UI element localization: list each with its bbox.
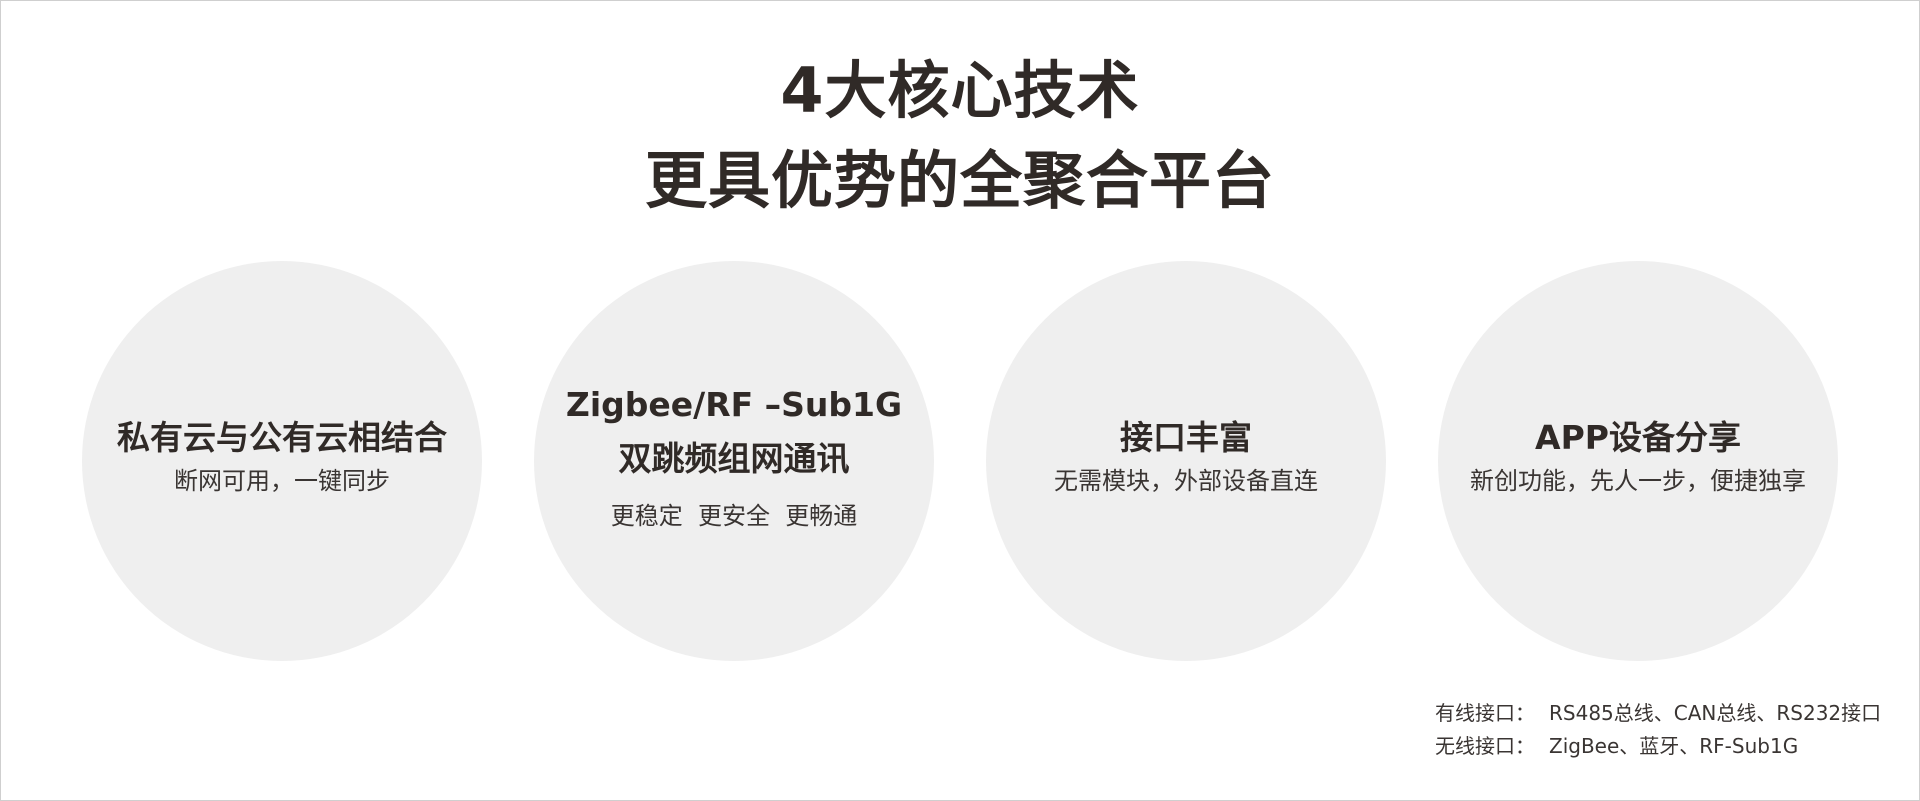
feature-title: APP设备分享 [1535,418,1741,457]
feature-title-line-2: 双跳频组网通讯 [618,439,850,478]
wired-interface-value: RS485总线、CAN总线、RS232接口 [1549,701,1882,725]
wired-interface-note: 有线接口： RS485总线、CAN总线、RS232接口 [1435,703,1881,723]
wireless-interface-note: 无线接口： ZigBee、蓝牙、RF-Sub1G [1435,736,1798,756]
main-title-line-1: 4大核心技术 [780,54,1140,127]
feature-subtitle: 断网可用，一键同步 [174,467,390,495]
wireless-interface-label: 无线接口： [1435,734,1535,758]
feature-title: 接口丰富 [1120,418,1252,457]
feature-title-line-1: Zigbee/RF –Sub1G [565,385,903,424]
feature-title: 私有云与公有云相结合 [117,418,447,457]
wired-interface-label: 有线接口： [1435,701,1535,725]
feature-subtitle: 无需模块，外部设备直连 [1054,467,1318,495]
feature-subtitle: 新创功能，先人一步，便捷独享 [1470,467,1806,495]
wireless-interface-value: ZigBee、蓝牙、RF-Sub1G [1549,734,1799,758]
feature-circle-network: Zigbee/RF –Sub1G 双跳频组网通讯 更稳定 更安全 更畅通 [534,261,934,661]
feature-circle-cloud: 私有云与公有云相结合 断网可用，一键同步 [82,261,482,661]
feature-circle-app-sharing: APP设备分享 新创功能，先人一步，便捷独享 [1438,261,1838,661]
main-title-line-2: 更具优势的全聚合平台 [644,144,1275,217]
feature-circle-interfaces: 接口丰富 无需模块，外部设备直连 [986,261,1386,661]
feature-subtitle: 更稳定 更安全 更畅通 [610,502,858,530]
